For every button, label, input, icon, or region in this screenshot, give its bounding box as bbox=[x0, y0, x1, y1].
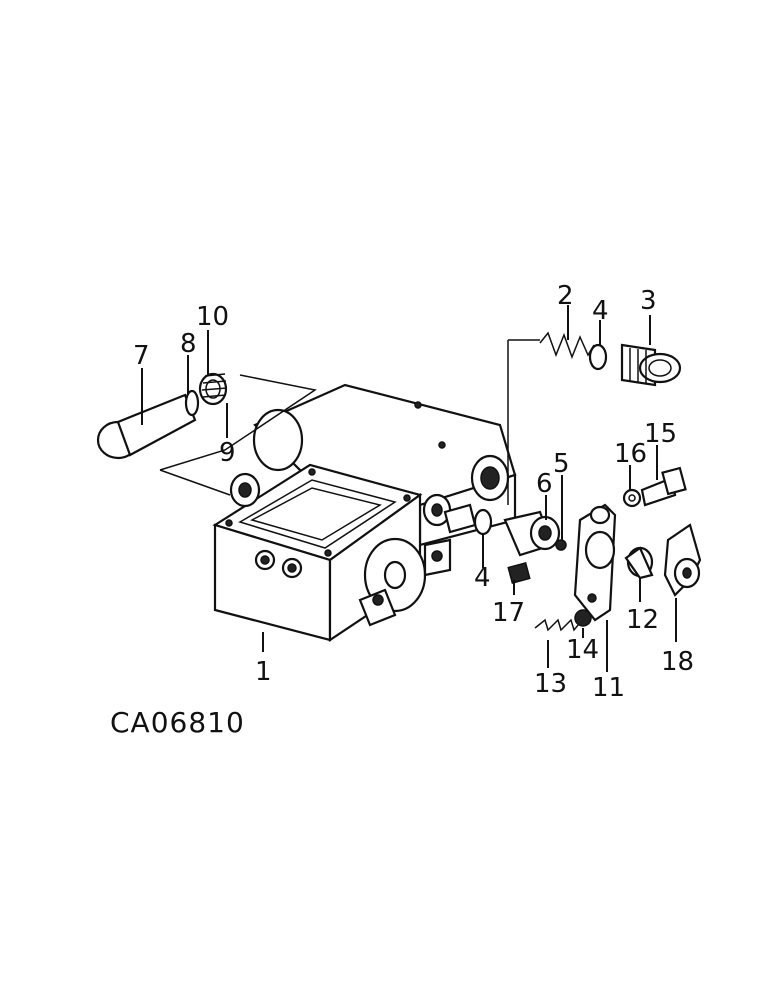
plug-assembly bbox=[96, 372, 317, 496]
leader-lines bbox=[141, 305, 677, 672]
callout-3: 3 bbox=[640, 286, 657, 316]
callout-17: 17 bbox=[492, 598, 525, 628]
callout-4-top: 4 bbox=[592, 296, 609, 326]
callout-8: 8 bbox=[180, 329, 197, 359]
callout-10: 10 bbox=[196, 302, 229, 332]
linkage-assembly bbox=[534, 466, 702, 632]
spool-assembly bbox=[443, 503, 567, 584]
callout-6: 6 bbox=[536, 469, 553, 499]
callout-14: 14 bbox=[566, 635, 599, 665]
callout-13: 13 bbox=[534, 669, 567, 699]
callout-2: 2 bbox=[557, 281, 574, 311]
callout-12: 12 bbox=[626, 605, 659, 635]
valve-housing bbox=[212, 383, 517, 643]
callout-4-bottom: 4 bbox=[474, 563, 491, 593]
figure-id: CA06810 bbox=[110, 706, 245, 739]
callout-15: 15 bbox=[644, 419, 677, 449]
callouts: 1 2 4 3 10 8 7 9 15 5 16 6 4 17 12 14 18… bbox=[133, 281, 694, 703]
relief-plug-assembly bbox=[507, 331, 682, 505]
callout-1: 1 bbox=[255, 657, 272, 687]
callout-7: 7 bbox=[133, 341, 150, 371]
callout-9: 9 bbox=[219, 438, 236, 468]
callout-16: 16 bbox=[614, 439, 647, 469]
callout-5: 5 bbox=[553, 449, 570, 479]
callout-18: 18 bbox=[661, 647, 694, 677]
callout-11: 11 bbox=[592, 673, 625, 703]
